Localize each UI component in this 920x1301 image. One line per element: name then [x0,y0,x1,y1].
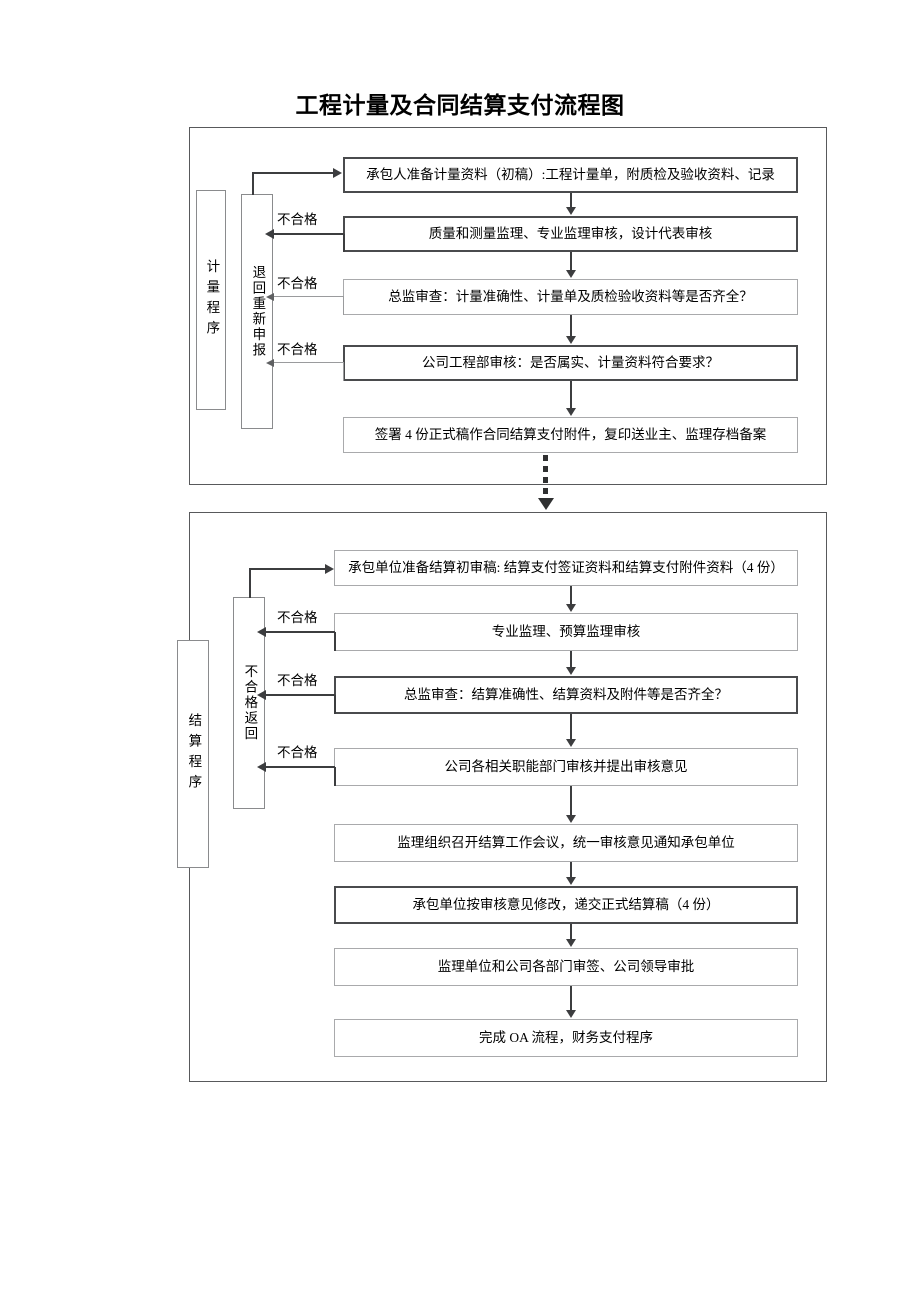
reject-label: 不合格 [277,212,318,227]
feedback-line [273,296,344,298]
feedback-line [343,234,345,252]
section-frame-measurement [189,127,827,485]
feedback-line [265,766,335,768]
return-line [249,568,326,570]
arrow-down-icon [566,667,576,675]
feedback-line [334,632,336,651]
arrow-left-icon [266,359,274,367]
connector-line [570,651,572,668]
arrow-down-icon [566,408,576,416]
arrow-right-icon [325,564,334,574]
side-label-measurement-procedure: 计量程序 [196,190,226,410]
process-box: 总监审查：计量准确性、计量单及质检验收资料等是否齐全？ [343,279,798,315]
feedback-line [265,631,335,633]
arrow-left-icon [257,690,266,700]
arrow-down-icon [566,1010,576,1018]
arrow-down-icon [566,270,576,278]
arrow-down-icon [566,336,576,344]
process-box: 质量和测量监理、专业监理审核，设计代表审核 [343,216,798,252]
process-box: 监理单位和公司各部门审签、公司领导审批 [334,948,798,986]
connector-line [570,193,572,208]
feedback-line [334,767,336,786]
process-box: 承包单位按审核意见修改，递交正式结算稿（4 份） [334,886,798,924]
feedback-line [273,362,344,364]
arrow-down-icon [566,939,576,947]
arrow-down-icon [566,604,576,612]
process-box: 监理组织召开结算工作会议，统一审核意见通知承包单位 [334,824,798,862]
reject-label: 不合格 [277,745,318,760]
process-box: 签署 4 份正式稿作合同结算支付附件，复印送业主、监理存档备案 [343,417,798,453]
side-label-settlement-procedure: 结算程序 [177,640,209,868]
reject-label: 不合格 [277,610,318,625]
feedback-line [265,694,335,696]
page-title: 工程计量及合同结算支付流程图 [295,92,625,118]
connector-line [570,924,572,940]
arrow-right-icon [333,168,342,178]
process-box: 公司工程部审核：是否属实、计量资料符合要求？ [343,345,798,381]
connector-line [570,862,572,878]
arrow-left-icon [266,293,274,301]
arrow-left-icon [265,229,274,239]
process-box: 承包单位准备结算初审稿: 结算支付签证资料和结算支付附件资料（4 份） [334,550,798,586]
arrow-down-icon [566,207,576,215]
connector-line [570,714,572,740]
feedback-line [334,695,336,714]
side-label-return-resubmit: 退回重新申报 [241,194,273,429]
arrow-down-icon [566,739,576,747]
process-box: 总监审查：结算准确性、结算资料及附件等是否齐全？ [334,676,798,714]
reject-label: 不合格 [277,342,318,357]
connector-line [570,586,572,604]
connector-line [570,315,572,336]
connector-line [570,252,572,270]
connector-line [570,381,572,408]
return-line [249,569,251,598]
arrow-down-icon [566,815,576,823]
feedback-line [273,233,344,235]
return-line [252,172,334,174]
arrow-down-icon [538,498,554,510]
connector-line [570,986,572,1011]
feedback-line [343,297,345,315]
arrow-left-icon [257,762,266,772]
connector-line [570,786,572,816]
side-label-reject-return: 不合格返回 [233,597,265,809]
process-box: 专业监理、预算监理审核 [334,613,798,651]
reject-label: 不合格 [277,276,318,291]
reject-label: 不合格 [277,673,318,688]
process-box: 公司各相关职能部门审核并提出审核意见 [334,748,798,786]
section-frame-settlement [189,512,827,1082]
process-box: 承包人准备计量资料（初稿）:工程计量单，附质检及验收资料、记录 [343,157,798,193]
arrow-down-icon [566,877,576,885]
feedback-line [343,363,345,381]
arrow-left-icon [257,627,266,637]
section-connector-dotted [543,455,548,500]
return-line [252,173,254,195]
process-box: 完成 OA 流程，财务支付程序 [334,1019,798,1057]
